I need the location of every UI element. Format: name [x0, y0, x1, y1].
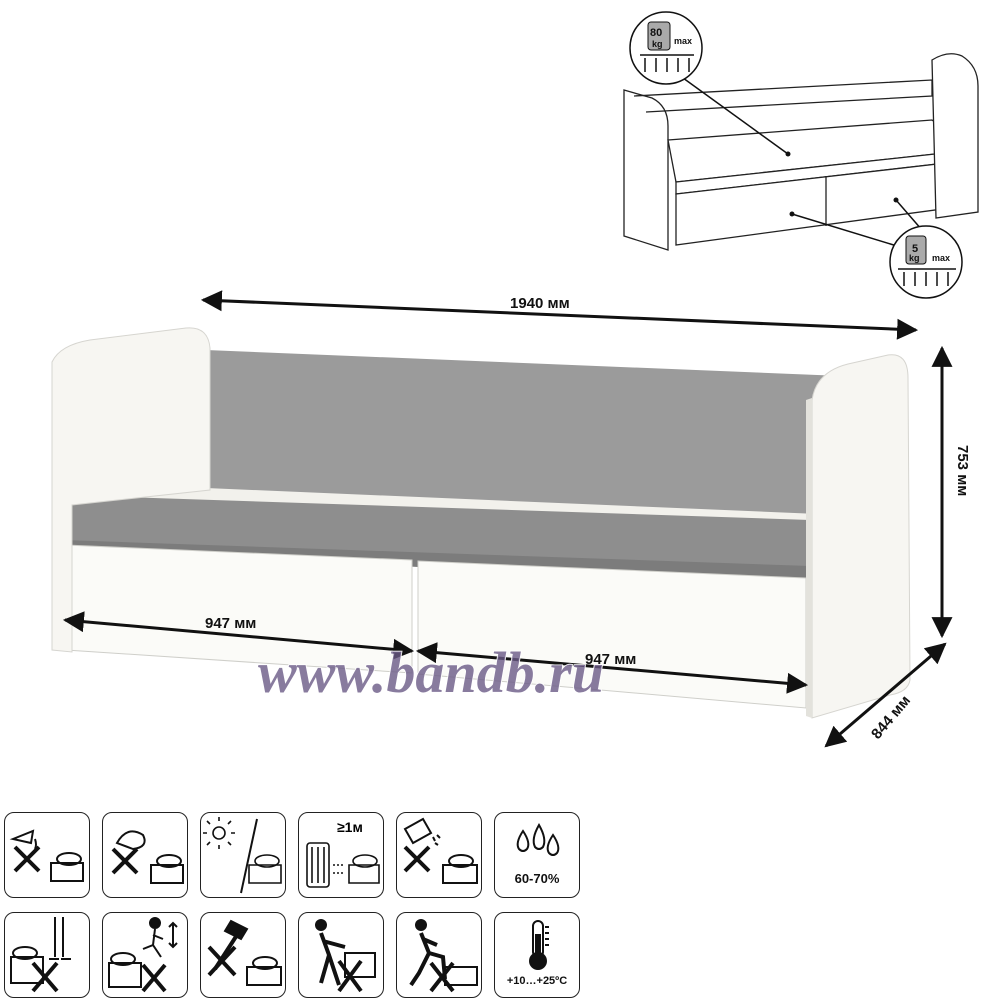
drawer-left-dimension-line — [62, 611, 415, 660]
drawer-right-label: 947 мм — [585, 651, 636, 668]
width-label: 1940 мм — [510, 295, 570, 312]
keep-away-from-heater-icon: ≥1м — [298, 812, 384, 898]
bed-load-badge: 80 kg max — [629, 11, 703, 85]
no-liquid-spill-icon — [4, 812, 90, 898]
drawer-left-label: 947 мм — [205, 615, 256, 632]
bed-left-side-panel — [51, 327, 211, 653]
no-pushing-icon — [298, 912, 384, 998]
depth-dimension-line — [824, 642, 947, 748]
temperature-icon: +10…+25ºC — [494, 912, 580, 998]
no-hammering-icon — [200, 912, 286, 998]
no-standing-on-bed-icon — [4, 912, 90, 998]
svg-text:kg: kg — [909, 253, 920, 263]
weight-80kg-icon: 80 — [650, 27, 662, 39]
drawer-right-dimension-line — [415, 642, 809, 694]
height-label: 753 мм — [954, 445, 971, 496]
drawer-load-badge: 5 kg max — [889, 225, 963, 299]
width-dimension-line — [200, 290, 919, 340]
svg-text:kg: kg — [652, 39, 663, 49]
no-jumping-icon — [102, 912, 188, 998]
bed-back-panel — [206, 350, 842, 520]
humidity-icon: 60-70% — [494, 812, 580, 898]
no-abrasive-powder-icon — [396, 812, 482, 898]
svg-text:max: max — [932, 253, 950, 263]
svg-text:max: max — [674, 36, 692, 46]
no-direct-sunlight-icon — [200, 812, 286, 898]
no-sitting-on-edge-icon — [396, 912, 482, 998]
no-chemicals-icon — [102, 812, 188, 898]
weight-5kg-icon: 5 — [912, 243, 918, 255]
watermark: www.bandb.ru — [258, 640, 604, 705]
